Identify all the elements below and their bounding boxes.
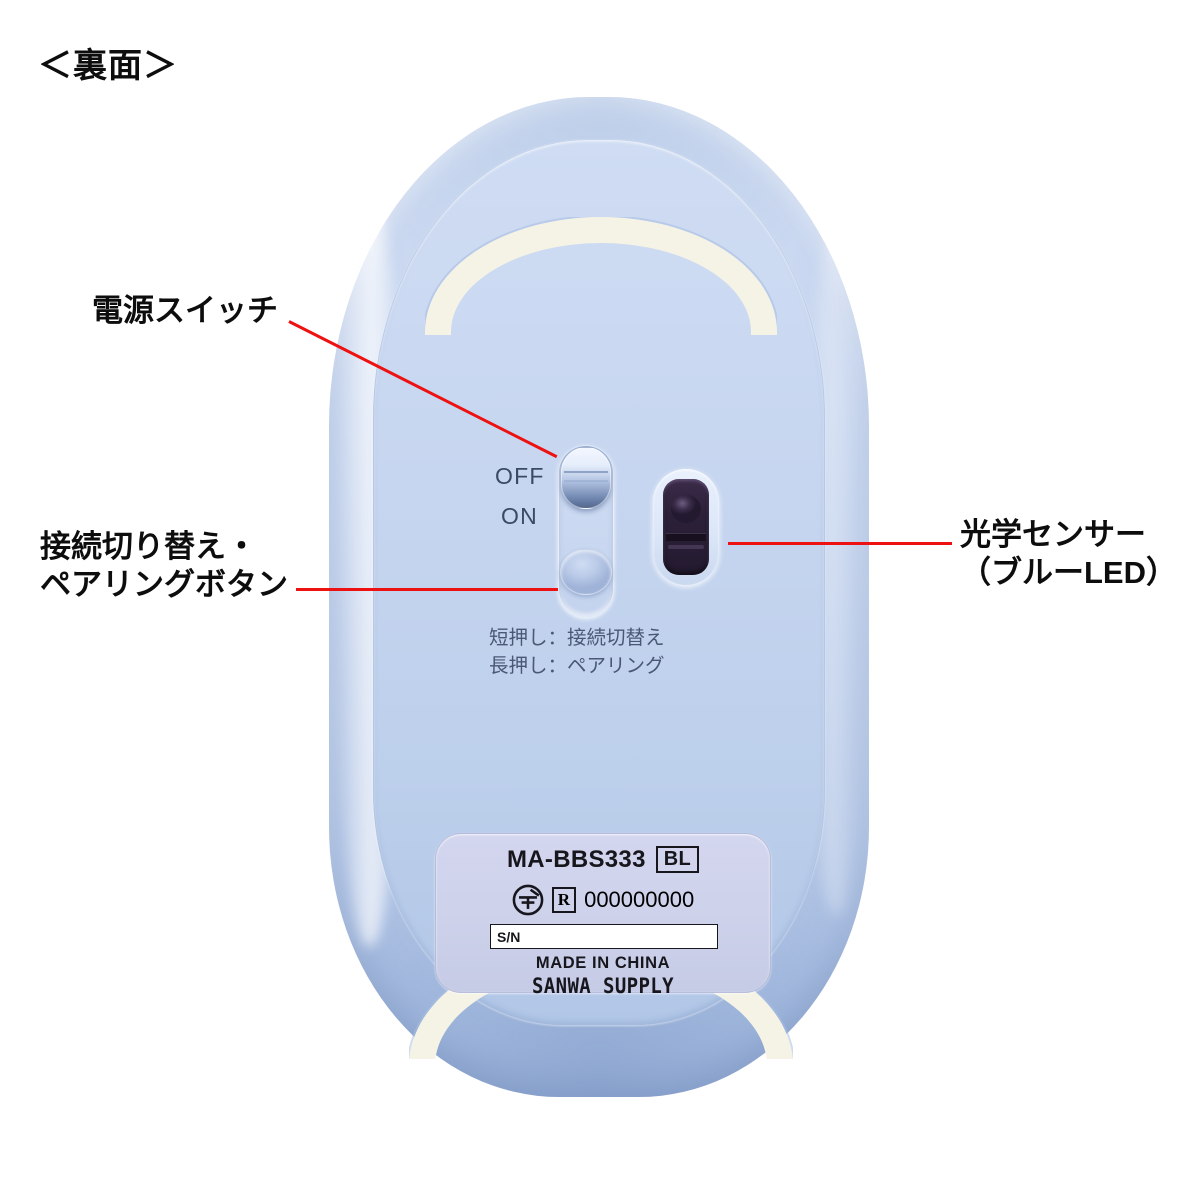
callout-optical-sensor-line1: 光学センサー bbox=[960, 517, 1146, 552]
label-model-row: MA-BBS333 BL bbox=[436, 846, 770, 874]
product-label-plate: MA-BBS333 BL R 000000000 S/N MADE IN CHIN… bbox=[435, 833, 771, 999]
sensor-lens-icon bbox=[671, 495, 701, 523]
button-hint-text: 短押し：接続切替え 長押し：ペアリング bbox=[489, 625, 665, 680]
label-brand: SANWA SUPPLY bbox=[531, 974, 675, 999]
callout-optical-sensor-line2: （ブルーLED） bbox=[960, 554, 1177, 590]
label-color-code: BL bbox=[655, 846, 699, 873]
sensor-slot-secondary bbox=[668, 545, 704, 549]
sensor-slot bbox=[666, 533, 706, 541]
leader-line-pairing-button bbox=[296, 588, 558, 591]
label-model-number: MA-BBS333 bbox=[507, 846, 646, 873]
callout-pairing-button-line2: ペアリングボタン bbox=[40, 566, 288, 602]
optical-sensor bbox=[663, 479, 709, 575]
switch-on-label: ON bbox=[501, 503, 538, 529]
leader-line-optical-sensor bbox=[728, 542, 952, 545]
mouse-bottom-illustration: OFF ON 短押し：接続切替え 長押し：ペアリング MA-BBS333 BL bbox=[329, 97, 869, 1097]
callout-power-switch: 電源スイッチ bbox=[92, 292, 278, 330]
callout-pairing-button-line1: 接続切り替え・ bbox=[40, 529, 257, 564]
page-title: ＜裏面＞ bbox=[38, 47, 178, 85]
power-switch-slider[interactable] bbox=[561, 447, 611, 509]
callout-power-switch-text: 電源スイッチ bbox=[92, 293, 278, 328]
label-certification-row: R 000000000 bbox=[436, 884, 770, 916]
switch-off-label: OFF bbox=[495, 463, 545, 489]
label-made-in: MADE IN CHINA bbox=[535, 954, 671, 972]
label-r-number: 000000000 bbox=[584, 887, 695, 912]
callout-optical-sensor: 光学センサー （ブルーLED） bbox=[960, 516, 1177, 592]
hint-short-press: 短押し：接続切替え bbox=[489, 627, 665, 649]
hint-long-press: 長押し：ペアリング bbox=[489, 654, 665, 677]
label-r-mark: R bbox=[551, 887, 577, 913]
serial-number-field[interactable]: S/N bbox=[490, 924, 718, 949]
pairing-button[interactable] bbox=[560, 549, 612, 595]
callout-pairing-button: 接続切り替え・ ペアリングボタン bbox=[40, 528, 288, 604]
giteki-conformity-icon bbox=[512, 884, 544, 916]
glide-pad-top bbox=[425, 217, 777, 447]
serial-number-label: S/N bbox=[497, 929, 521, 945]
